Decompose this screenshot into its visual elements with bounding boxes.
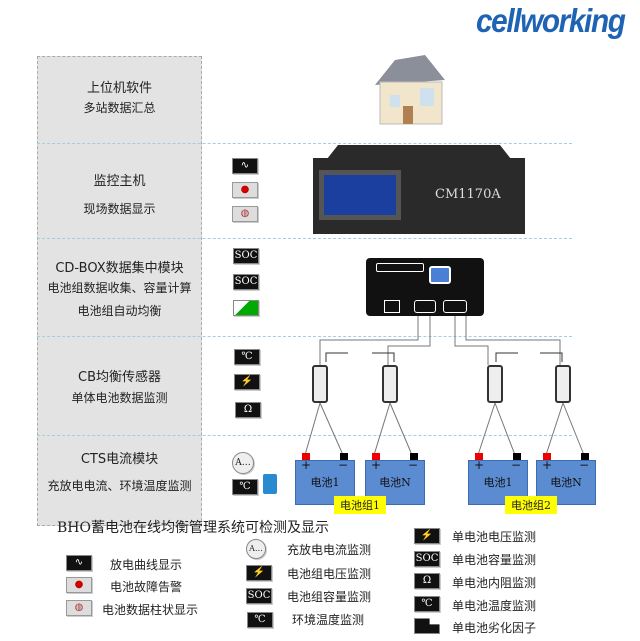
cd-box xyxy=(366,258,484,316)
touch-screen xyxy=(319,170,401,220)
row-title: CB均衡传感器 xyxy=(78,370,161,385)
alarm-icon: ● xyxy=(232,182,258,198)
device-model: CM1170A xyxy=(435,187,501,202)
curve-icon: ∿ xyxy=(232,158,258,174)
resistance-icon: Ω xyxy=(235,402,261,418)
resistance-icon: Ω xyxy=(414,573,440,589)
legend-item: 单电池内阻监测 xyxy=(452,576,537,590)
voltage-icon: ⚡ xyxy=(414,528,440,544)
row-title: 监控主机 xyxy=(93,174,146,189)
legend-item: 放电曲线显示 xyxy=(110,558,183,572)
temperature-icon: ℃ xyxy=(414,596,440,612)
soc-icon: SOC xyxy=(246,588,272,604)
row-sub: 现场数据显示 xyxy=(83,202,156,216)
cts-module-icon xyxy=(263,474,277,494)
current-icon: A… xyxy=(246,539,266,559)
layer-panel xyxy=(37,56,202,526)
voltage-icon: ⚡ xyxy=(234,374,260,390)
voltage-icon: ⚡ xyxy=(246,565,272,581)
row-title: CD-BOX数据集中模块 xyxy=(55,261,184,276)
legend-item: 电池组电压监测 xyxy=(287,567,372,581)
legend-item: 电池数据柱状显示 xyxy=(102,603,199,617)
legend-item: 充放电电流监测 xyxy=(287,543,372,557)
soc-icon: SOC xyxy=(233,274,259,290)
legend-item: 电池组容量监测 xyxy=(287,590,372,604)
cb-sensor xyxy=(312,365,328,403)
legend-item: 单电池温度监测 xyxy=(452,599,537,613)
battery: +−电池N xyxy=(365,453,425,505)
curve-icon: ∿ xyxy=(66,555,92,571)
row-sub: 电池组自动均衡 xyxy=(77,304,162,318)
divider xyxy=(37,336,572,337)
rack-top xyxy=(327,145,511,159)
row-sub: 电池组数据收集、容量计算 xyxy=(47,281,192,295)
battery-group-label: 电池组1 xyxy=(334,496,386,514)
brand-logo: cellworking xyxy=(476,2,626,39)
divider xyxy=(37,238,572,239)
row-sub: 多站数据汇总 xyxy=(83,101,156,115)
house-icon xyxy=(375,55,445,125)
soc-icon: SOC xyxy=(233,248,259,264)
legend-item: 环境温度监测 xyxy=(292,613,365,627)
temperature-icon: ℃ xyxy=(247,612,273,628)
temperature-icon: ℃ xyxy=(232,479,258,495)
alarm-icon: ● xyxy=(66,577,92,593)
legend-title: BHO蓄电池在线均衡管理系统可检测及显示 xyxy=(57,520,329,536)
divider xyxy=(37,435,572,436)
bar-chart-icon: ◍ xyxy=(232,206,258,222)
divider xyxy=(37,143,572,144)
legend-item: 单电池电压监测 xyxy=(452,530,537,544)
row-title: 上位机软件 xyxy=(86,81,152,96)
legend-item: 单电池容量监测 xyxy=(452,553,537,567)
legend-item: 电池故障告警 xyxy=(110,580,183,594)
battery-group-label: 电池组2 xyxy=(505,496,557,514)
row-sub: 充放电电流、环境温度监测 xyxy=(47,479,192,493)
current-icon: A… xyxy=(232,452,254,474)
temperature-icon: ℃ xyxy=(234,349,260,365)
bar-chart-icon: ◍ xyxy=(66,600,92,616)
row-title: CTS电流模块 xyxy=(80,452,159,467)
soc-icon: SOC xyxy=(414,551,440,567)
legend-item: 单电池劣化因子 xyxy=(452,621,537,635)
cb-sensor xyxy=(555,365,571,403)
degradation-icon xyxy=(233,300,259,316)
row-sub: 单体电池数据监测 xyxy=(71,391,168,405)
cb-sensor xyxy=(382,365,398,403)
cb-sensor xyxy=(487,365,503,403)
